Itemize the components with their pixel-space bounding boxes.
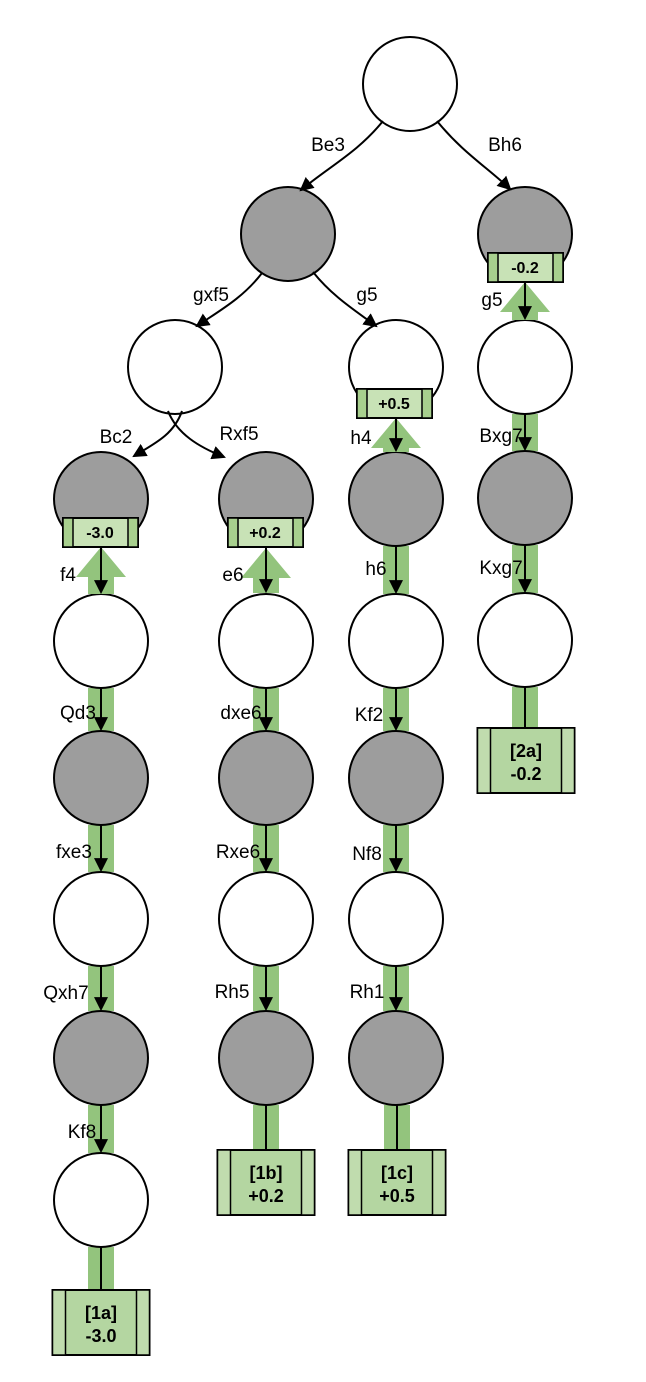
node-after-qxh7 [53, 1010, 149, 1106]
node-after-bxg7 [477, 450, 573, 546]
eval-badge-value: +0.2 [249, 525, 281, 542]
edge-be3 [299, 120, 384, 192]
terminal-box-1a: [1a] -3.0 [51, 1289, 151, 1356]
node-after-dxe6 [218, 730, 314, 826]
move-label-gxf5: gxf5 [193, 285, 229, 306]
backprop-arrow-h4 [371, 418, 421, 453]
move-label-dxe6: dxe6 [220, 703, 261, 724]
node-root [362, 36, 458, 132]
move-label-h4: h4 [350, 428, 372, 449]
terminal-id: [1b] [250, 1163, 283, 1183]
terminal-eval: -3.0 [85, 1326, 116, 1346]
move-label-fxe3: fxe3 [56, 842, 92, 863]
move-label-be3: Be3 [311, 135, 345, 156]
terminal-id: [1a] [85, 1303, 117, 1323]
move-label-rxf5: Rxf5 [219, 424, 258, 445]
node-2a-after-g5 [477, 319, 573, 415]
edge-bh6 [436, 120, 512, 191]
node-after-kxg7 [477, 592, 573, 688]
node-after-f4 [53, 593, 149, 689]
node-after-kf2 [348, 730, 444, 826]
terminal-box-1b: [1b] +0.2 [216, 1149, 316, 1216]
node-after-h4 [348, 451, 444, 547]
move-label-h6: h6 [365, 559, 386, 580]
node-after-nf8 [348, 871, 444, 967]
node-after-rxe6 [218, 871, 314, 967]
move-label-g5-left: g5 [356, 285, 377, 306]
node-after-h6 [348, 593, 444, 689]
terminal-id: [2a] [510, 741, 542, 761]
move-label-kf2: Kf2 [355, 705, 384, 726]
move-label-e6: e6 [222, 565, 243, 586]
move-label-bxg7: Bxg7 [479, 426, 522, 447]
edge-g5-left [312, 271, 378, 328]
node-after-qd3 [53, 730, 149, 826]
eval-badge-value: -3.0 [86, 525, 114, 542]
move-label-g5-right: g5 [481, 290, 502, 311]
terminal-eval: +0.2 [248, 1186, 284, 1206]
terminal-eval: -0.2 [510, 764, 541, 784]
node-after-gxf5 [127, 319, 223, 415]
move-label-bc2: Bc2 [100, 427, 133, 448]
eval-badge-rxf5-line: +0.2 [227, 517, 304, 548]
terminal-box-1c: [1c] +0.5 [347, 1149, 447, 1216]
eval-badge-value: +0.5 [378, 396, 410, 413]
terminal-id: [1c] [381, 1163, 413, 1183]
eval-badge-bh6-line: -0.2 [487, 252, 564, 283]
node-after-e6 [218, 593, 314, 689]
node-after-rh1 [348, 1010, 444, 1106]
eval-badge-value: -0.2 [511, 260, 539, 277]
move-label-kxg7: Kxg7 [479, 558, 522, 579]
move-label-nf8: Nf8 [352, 844, 382, 865]
move-label-qxh7: Qxh7 [43, 983, 88, 1004]
node-after-be3 [240, 186, 336, 282]
move-label-bh6: Bh6 [488, 135, 522, 156]
edge-gxf5 [195, 272, 263, 328]
backprop-arrow-f4 [76, 547, 126, 595]
move-label-rh1: Rh1 [350, 982, 385, 1003]
move-label-qd3: Qd3 [60, 703, 96, 724]
terminal-eval: +0.5 [379, 1186, 415, 1206]
eval-badge-g5-line: +0.5 [356, 388, 433, 419]
move-label-rxe6: Rxe6 [216, 842, 260, 863]
move-label-f4: f4 [60, 565, 76, 586]
node-after-rh5 [218, 1010, 314, 1106]
node-after-fxe3 [53, 871, 149, 967]
backprop-arrow-e6 [241, 548, 291, 594]
eval-badge-bc2-line: -3.0 [62, 517, 139, 548]
backprop-arrow-g5 [500, 282, 550, 321]
move-label-kf8: Kf8 [68, 1122, 97, 1143]
move-label-rh5: Rh5 [215, 982, 250, 1003]
edge-rxf5 [167, 410, 226, 460]
edge-bc2 [132, 410, 183, 458]
node-after-kf8 [53, 1152, 149, 1248]
terminal-box-2a: [2a] -0.2 [476, 727, 576, 794]
